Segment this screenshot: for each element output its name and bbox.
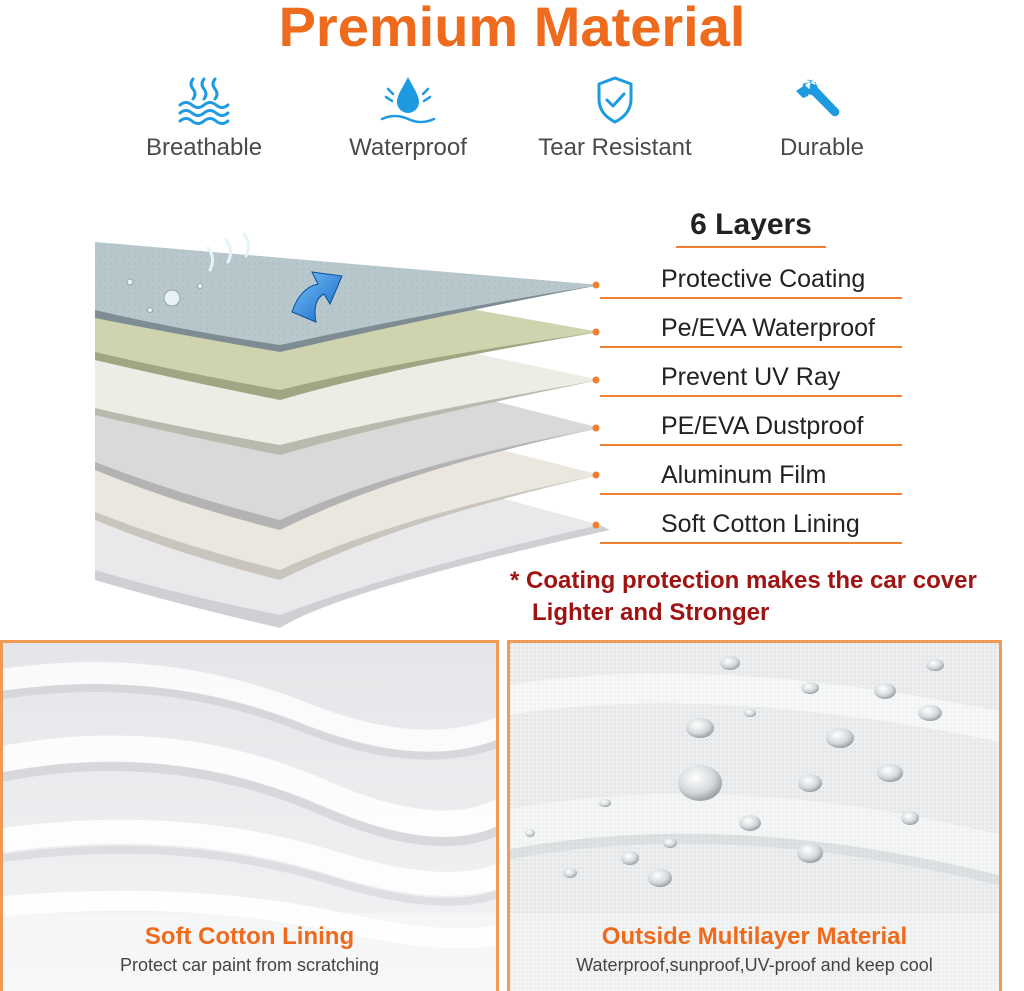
feature-durable: Durable — [722, 72, 922, 162]
panel-soft-cotton-lining: Soft Cotton Lining Protect car paint fro… — [0, 640, 499, 991]
layer-label-soft-cotton-lining: Soft Cotton Lining — [661, 510, 860, 538]
layer-label-pe-eva-waterproof: Pe/EVA Waterproof — [661, 314, 875, 342]
layers-heading: 6 Layers — [690, 208, 812, 241]
layer-line — [600, 297, 902, 299]
layer-label-aluminum-film: Aluminum Film — [661, 461, 827, 489]
feature-breathable: Breathable — [104, 72, 304, 162]
layer-label-protective-coating: Protective Coating — [661, 265, 866, 293]
panel-title: Soft Cotton Lining — [144, 923, 355, 950]
layer-label-pe-eva-dustproof: PE/EVA Dustproof — [661, 412, 864, 440]
panel-subtitle: Protect car paint from scratching — [119, 955, 380, 975]
feature-label: Waterproof — [349, 134, 467, 161]
panel-subtitle: Waterproof,sunproof,UV-proof and keep co… — [576, 955, 933, 975]
wrench-icon — [722, 72, 922, 128]
feature-label: Breathable — [145, 134, 263, 161]
layer-line — [600, 444, 902, 446]
note-line-2: Lighter and Stronger — [532, 599, 770, 626]
shield-check-icon — [515, 72, 715, 128]
layer-line — [600, 346, 902, 348]
panel-outside-multilayer: Outside Multilayer Material Waterproof,s… — [507, 640, 1002, 991]
feature-tear-resistant: Tear Resistant — [515, 72, 715, 162]
water-drop-icon — [308, 72, 508, 128]
feature-label: Tear Resistant — [538, 134, 692, 161]
waves-icon — [104, 72, 304, 128]
layer-line — [600, 395, 902, 397]
panel-title: Outside Multilayer Material — [601, 923, 908, 950]
feature-waterproof: Waterproof — [308, 72, 508, 162]
waterproof-fabric-image — [510, 643, 999, 991]
layer-line — [600, 493, 902, 495]
note-line-1: * Coating protection makes the car cover — [510, 567, 977, 594]
layer-label-prevent-uv-ray: Prevent UV Ray — [661, 363, 841, 391]
heading-underline — [676, 246, 826, 248]
page-title: Premium Material — [278, 0, 746, 58]
coating-note: * Coating protection makes the car cover… — [510, 565, 1024, 629]
feature-label: Durable — [779, 134, 865, 161]
cotton-fabric-image — [3, 643, 496, 991]
layer-line — [600, 542, 902, 544]
layer-stack-illustration — [95, 232, 610, 628]
